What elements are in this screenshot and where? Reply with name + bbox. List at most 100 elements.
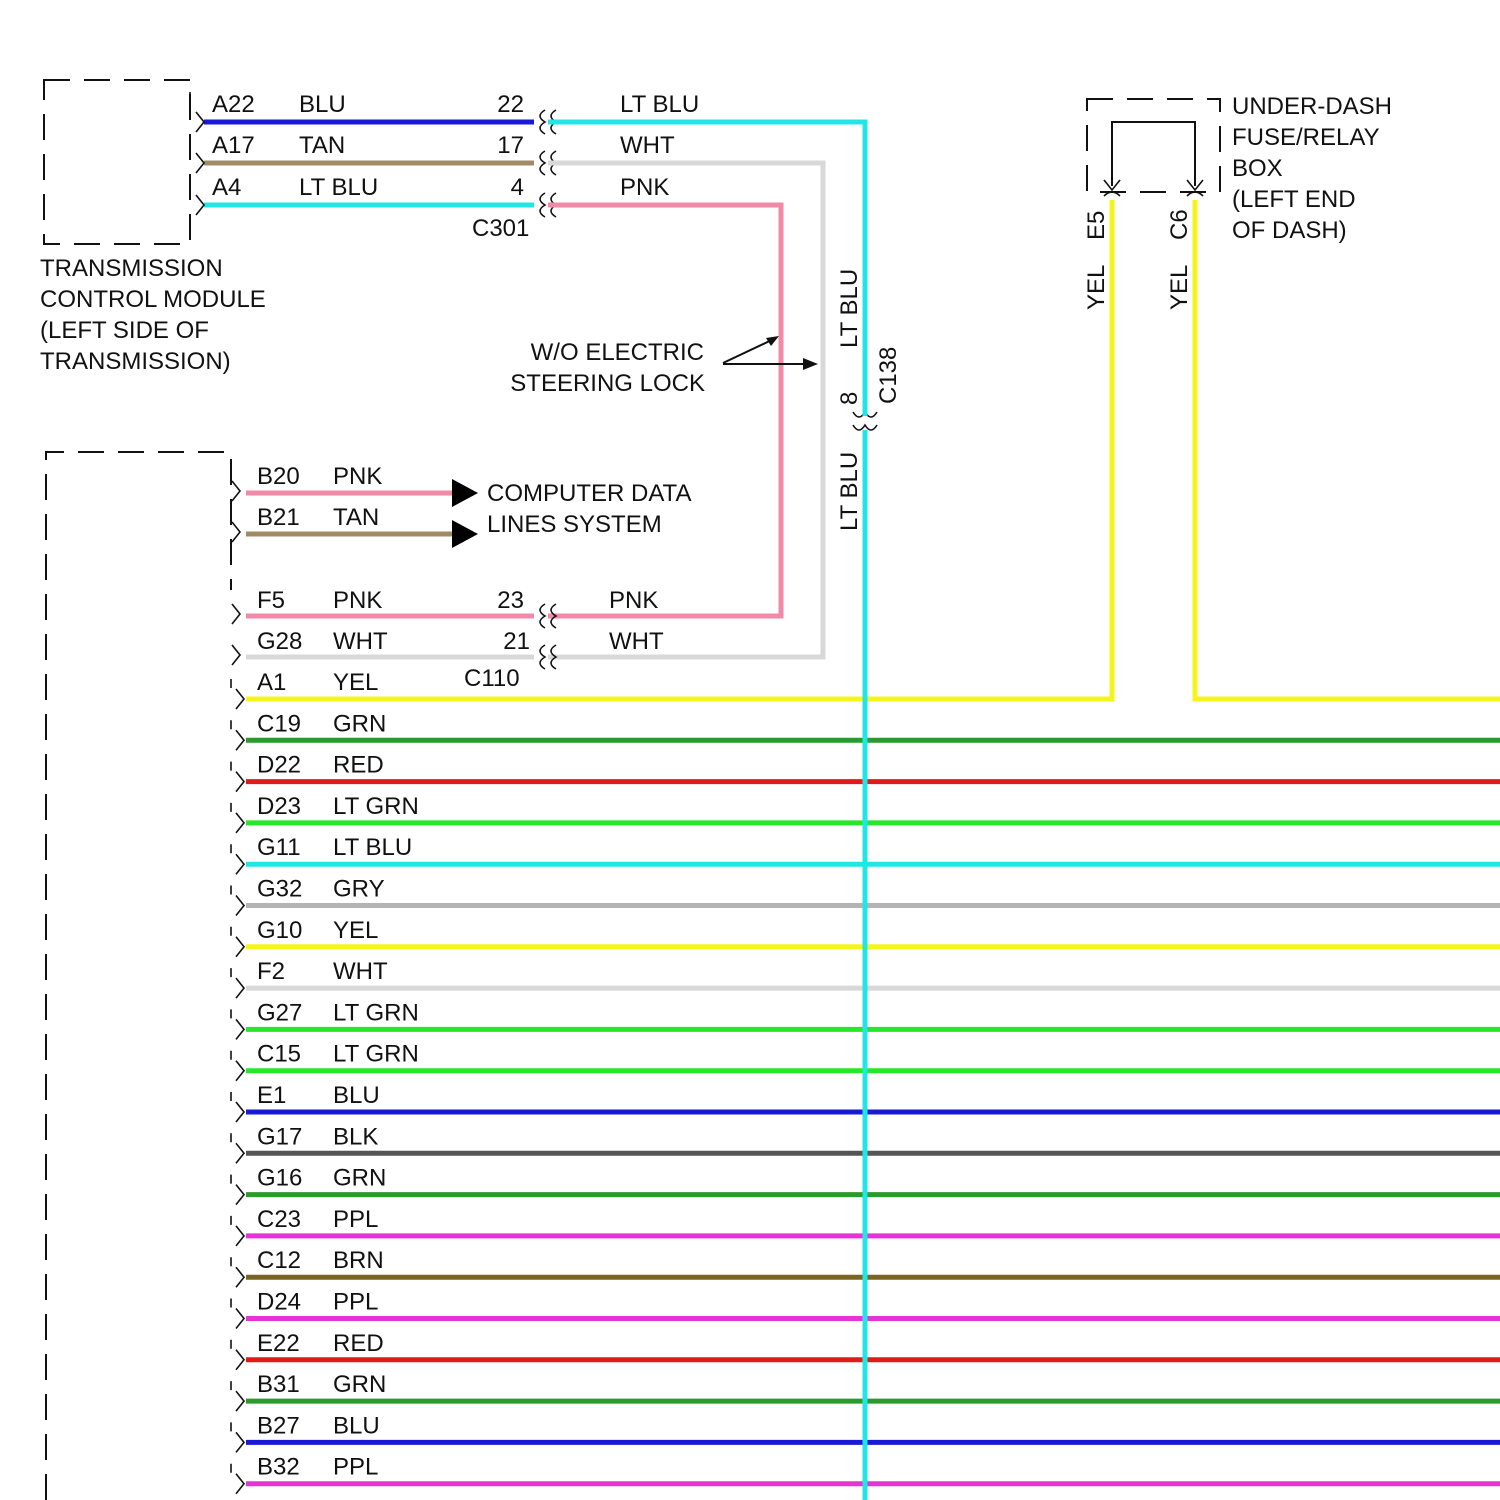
main-color-g32: GRY [333, 876, 385, 903]
main-pin-g27: G27 [257, 999, 302, 1026]
fuse-terminal-e5: E5 [1083, 211, 1110, 240]
fuse-box-name-line-2: FUSE/RELAY [1232, 124, 1380, 151]
fuse-box-name-line-1: UNDER-DASH [1232, 93, 1392, 120]
main-color-b32: PPL [333, 1454, 378, 1481]
main-pin-a1: A1 [257, 669, 286, 696]
main-color-e22: RED [333, 1330, 384, 1357]
main-color-d22: RED [333, 752, 384, 779]
main-pin-b31: B31 [257, 1371, 300, 1398]
arrow-to-pnk-wire [723, 338, 776, 363]
main-pin-b27: B27 [257, 1412, 300, 1439]
data-color-b21: TAN [333, 504, 379, 531]
main-pin-tick-b31 [231, 1381, 244, 1411]
main-pin-tick-g10 [231, 927, 244, 957]
main-pin-c23: C23 [257, 1206, 301, 1233]
main-pin-c15: C15 [257, 1041, 301, 1068]
tcm-color-a4: LT BLU [299, 174, 378, 201]
c138-connector-group: LT BLU 8 C138 LT BLU [836, 269, 902, 531]
main-pin-tick-g32 [231, 886, 244, 916]
main-color-c12: BRN [333, 1247, 384, 1274]
main-pin-tick-g11 [231, 844, 244, 874]
main-pin-g10: G10 [257, 917, 302, 944]
vertical-wire-upper-color: LT BLU [836, 269, 863, 348]
fuse-c6-wire [1195, 200, 1500, 699]
fuse-box-name-line-5: OF DASH) [1232, 217, 1347, 244]
main-pin-tick-g17 [231, 1133, 244, 1163]
c110-connector-label: C110 [464, 665, 520, 692]
fuse-box-terminal-ticks [1104, 180, 1203, 196]
steering-lock-note-line-2: STEERING LOCK [510, 370, 705, 397]
fuse-box-outline [1087, 99, 1220, 192]
main-color-d23: LT GRN [333, 793, 419, 820]
fuse-box-internal-bus [1112, 122, 1195, 186]
c301-cavity-17: 17 [497, 132, 524, 159]
tcm-pin-a4: A4 [212, 174, 241, 201]
main-color-f2: WHT [333, 958, 388, 985]
fuse-relay-box: UNDER-DASH FUSE/RELAY BOX (LEFT END OF D… [1083, 93, 1392, 310]
pnk-loop-wire [548, 205, 781, 616]
c301-cavity-22: 22 [497, 91, 524, 118]
main-color-b27: BLU [333, 1412, 380, 1439]
main-pin-tick-c19 [231, 720, 244, 750]
steering-lock-note: W/O ELECTRIC STEERING LOCK [510, 336, 818, 397]
main-pin-d24: D24 [257, 1289, 301, 1316]
main-pin-tick-f2 [231, 968, 244, 998]
tcm-pin-a17: A17 [212, 132, 255, 159]
c301-connector-label: C301 [472, 215, 529, 242]
main-pin-tick-g27 [231, 1009, 244, 1039]
c301-cavity-4: 4 [511, 174, 524, 201]
tcm-name-line-2: CONTROL MODULE [40, 286, 266, 313]
main-color-b31: GRN [333, 1371, 386, 1398]
data-arrow-b20 [452, 479, 478, 507]
arrow-head-wht [803, 358, 818, 370]
main-pin-e1: E1 [257, 1082, 286, 1109]
main-color-g17: BLK [333, 1123, 378, 1150]
fuse-box-name-line-4: (LEFT END [1232, 186, 1356, 213]
main-color-g16: GRN [333, 1165, 386, 1192]
c110-color-g28: WHT [333, 628, 388, 655]
data-pin-b21: B21 [257, 504, 300, 531]
data-lines-label-2: LINES SYSTEM [487, 511, 662, 538]
lower-module: B20 PNK B21 TAN COMPUTER DATA LINES SYST… [46, 452, 1500, 1500]
main-color-d24: PPL [333, 1289, 378, 1316]
c110-pin-f5: F5 [257, 587, 285, 614]
main-pin-e22: E22 [257, 1330, 300, 1357]
main-color-a1: YEL [333, 669, 378, 696]
c110-cavity-21: 21 [503, 628, 530, 655]
tcm-outline [44, 80, 190, 244]
tcm-pin-a22: A22 [212, 91, 255, 118]
tcm-name-line-1: TRANSMISSION [40, 255, 223, 282]
tcm-color-a22: BLU [299, 91, 346, 118]
main-pin-tick-e1 [231, 1092, 244, 1122]
tcm-pin-ticks [190, 92, 204, 215]
c110-far-color-g28: WHT [609, 628, 664, 655]
main-pin-tick-d23 [231, 803, 244, 833]
main-color-e1: BLU [333, 1082, 380, 1109]
main-pin-g17: G17 [257, 1123, 302, 1150]
fuse-terminal-c6: C6 [1166, 209, 1193, 240]
arrow-head-pnk [766, 336, 779, 346]
c110-far-color-f5: PNK [609, 587, 658, 614]
c110-cavity-23: 23 [497, 587, 524, 614]
main-pin-tick-b27 [231, 1422, 244, 1452]
lower-module-outline [46, 452, 231, 1500]
fuse-e5-wire [246, 200, 1112, 699]
c110-color-f5: PNK [333, 587, 382, 614]
data-pin-ticks [232, 481, 240, 542]
main-pin-d23: D23 [257, 793, 301, 820]
c138-connector-label: C138 [875, 347, 902, 404]
main-pin-g32: G32 [257, 876, 302, 903]
fuse-terminal-e5-color: YEL [1083, 265, 1110, 310]
main-pin-g11: G11 [257, 834, 301, 861]
main-color-g10: YEL [333, 917, 378, 944]
main-pin-tick-e22 [231, 1340, 244, 1370]
main-pin-tick-d22 [231, 762, 244, 792]
main-pin-tick-c23 [231, 1216, 244, 1246]
tcm-far-color-a17: WHT [620, 132, 675, 159]
data-pin-b20: B20 [257, 463, 300, 490]
main-pin-tick-g16 [231, 1175, 244, 1205]
main-pin-tick-c12 [231, 1257, 244, 1287]
main-pin-tick-b32 [231, 1464, 244, 1494]
main-color-g11: LT BLU [333, 834, 412, 861]
